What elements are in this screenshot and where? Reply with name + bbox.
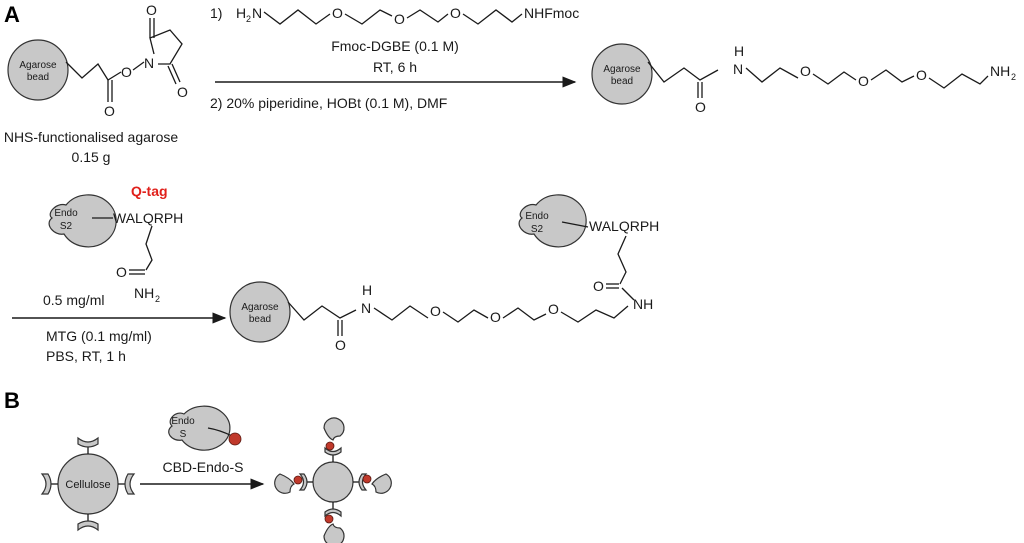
atom-o: O [593, 278, 604, 294]
peptide-sequence: WALQRPH [113, 210, 183, 226]
linker-chain [647, 61, 719, 83]
enzyme-label: Endo [54, 208, 78, 219]
atom-n: N [252, 5, 262, 21]
atom-o: O [146, 2, 157, 18]
enzyme-concentration: 0.5 mg/ml [43, 292, 104, 308]
subscript: 2 [1011, 72, 1016, 82]
qtag-endos2-structure: Endo S2 Q-tag WALQRPH O NH 2 0.5 mg/ml M… [12, 183, 227, 364]
product1-structure: Agarose bead O H N O O O NH 2 [591, 43, 1016, 115]
cbd-endo-s-label: CBD-Endo-S [163, 459, 244, 475]
cbd-clip-icon [40, 436, 136, 532]
bead-label: Agarose [603, 64, 641, 75]
nhfmoc-group: NHFmoc [524, 5, 579, 21]
panel-label-a: A [4, 2, 20, 27]
atom-n: N [733, 61, 743, 77]
peg-chain [745, 67, 799, 83]
panel-b-cellulose: Cellulose Endo S CBD-Endo-S [40, 405, 392, 543]
atom-o: O [116, 264, 127, 280]
cbd-dot-icon [228, 432, 242, 446]
subscript: 2 [246, 14, 251, 24]
amide-group: NH [633, 296, 653, 312]
agarose-bead [7, 39, 69, 101]
bead-label: Agarose [19, 60, 57, 71]
svg-text:O: O [450, 5, 461, 21]
enzyme-label: Endo [171, 416, 195, 427]
atom-o: O [695, 99, 706, 115]
endo-s2-enzyme-shape [518, 194, 587, 248]
mtg-conditions: MTG (0.1 mg/ml) [46, 328, 152, 344]
endo-s-enzyme-shape [323, 523, 345, 543]
step-number: 1) [210, 5, 222, 21]
step1-reagent: 1) H 2 N O O O NHFmoc Fmoc-DGBE (0.1 M) … [210, 5, 579, 111]
atom-o: O [335, 337, 346, 353]
endo-s-enzyme-shape [274, 473, 295, 494]
bead-label: bead [27, 72, 49, 83]
nhs-agarose-structure: Agarose bead O O N O O NHS-functionalise… [4, 2, 188, 165]
atom-o: O [121, 64, 132, 80]
atom-n: N [144, 55, 154, 71]
linker-chain [65, 61, 122, 81]
cellulose-bead [312, 461, 354, 503]
atom-o: O [800, 63, 811, 79]
svg-text:O: O [332, 5, 343, 21]
q-tag-label: Q-tag [131, 183, 168, 199]
atom-o: O [548, 301, 559, 317]
atom-h: H [236, 5, 246, 21]
endo-s2-enzyme-shape [48, 194, 117, 248]
reagent-name: Fmoc-DGBE (0.1 M) [331, 38, 459, 54]
peg-chain [373, 305, 429, 321]
subscript: 2 [155, 294, 160, 304]
agarose-bead [591, 43, 653, 105]
deprotection-conditions: 2) 20% piperidine, HOBt (0.1 M), DMF [210, 95, 447, 111]
nhs-agarose-mass: 0.15 g [72, 149, 111, 165]
bead-label: bead [611, 76, 633, 87]
agarose-bead [229, 281, 291, 343]
reaction-conditions: RT, 6 h [373, 59, 417, 75]
buffer-conditions: PBS, RT, 1 h [46, 348, 126, 364]
enzyme-label: Endo [525, 211, 549, 222]
peptide-sequence: WALQRPH [589, 218, 659, 234]
amine-group: NH [990, 63, 1010, 79]
cellulose-label: Cellulose [65, 479, 110, 491]
panel-label-b: B [4, 388, 20, 413]
endo-s-enzyme-shape [168, 405, 231, 451]
atom-h: H [734, 43, 744, 59]
atom-h: H [362, 282, 372, 298]
endo-s-enzyme-shape [323, 417, 345, 441]
atom-o: O [104, 103, 115, 119]
atom-o: O [858, 73, 869, 89]
atom-o: O [430, 303, 441, 319]
nhs-agarose-caption: NHS-functionalised agarose [4, 129, 179, 145]
atom-o: O [177, 84, 188, 100]
atom-o: O [490, 309, 501, 325]
svg-text:O: O [394, 11, 405, 27]
enzyme-label: S2 [60, 221, 73, 232]
bead-label: Agarose [241, 302, 279, 313]
bead-label: bead [249, 314, 271, 325]
amide-group: NH [134, 285, 154, 301]
atom-n: N [361, 300, 371, 316]
linker-chain [287, 301, 357, 321]
enzyme-label: S [180, 429, 187, 440]
peg-chain [263, 9, 331, 25]
product2-structure: Endo S2 WALQRPH O Agarose bead O H N O O… [229, 194, 659, 353]
atom-o: O [916, 67, 927, 83]
cellulose-endo-s-conjugate [274, 417, 392, 543]
enzyme-label: S2 [531, 224, 544, 235]
endo-s-enzyme-shape [371, 473, 392, 494]
